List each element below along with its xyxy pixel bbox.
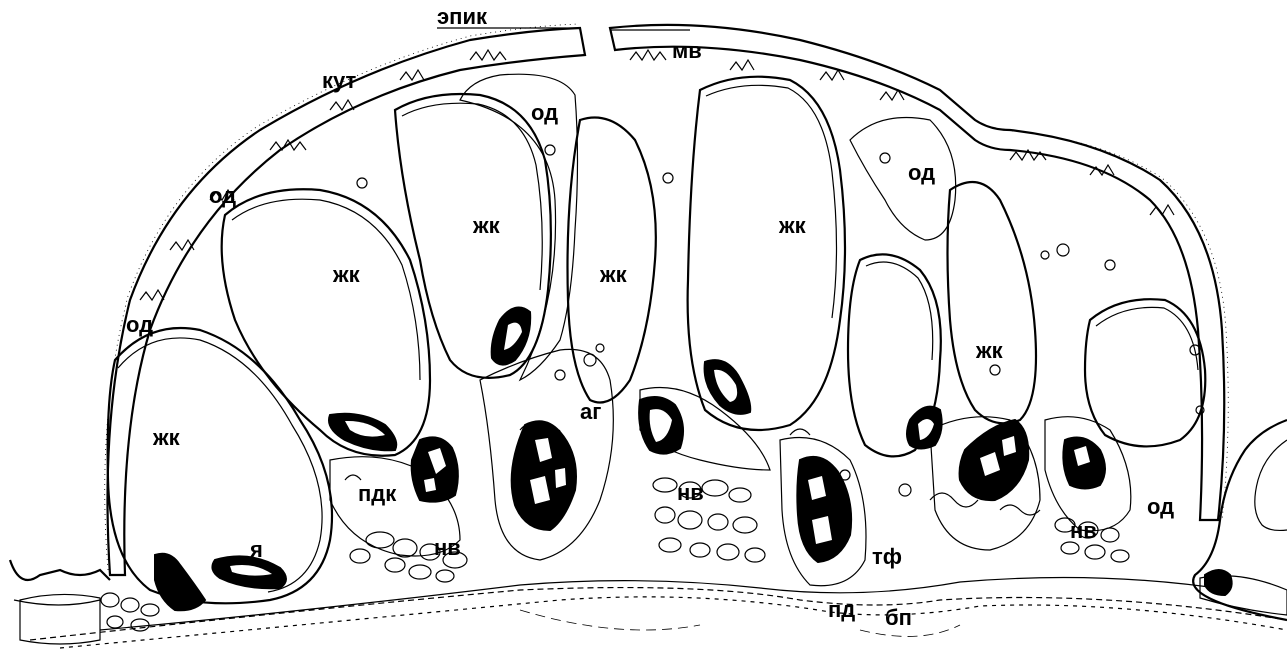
light-cell-2 <box>222 189 430 455</box>
light-cell-4 <box>568 118 656 403</box>
label-nv-3: нв <box>1070 518 1097 543</box>
label-zhk-2: жк <box>778 213 807 238</box>
label-epik: эпик <box>437 4 488 29</box>
nucleus-1 <box>155 554 205 611</box>
label-ya-1: я <box>516 481 530 506</box>
nucleus-6 <box>512 421 576 530</box>
label-zhk-5: жк <box>975 338 1004 363</box>
labels: эпик кут мв од од од од од жк жк жк жк ж… <box>126 4 1174 630</box>
label-od-5: од <box>1147 494 1174 519</box>
label-kut: кут <box>322 68 357 93</box>
label-od-1: од <box>531 100 558 125</box>
nucleus-13 <box>1205 570 1232 595</box>
label-zhk-4: жк <box>332 262 361 287</box>
label-od-4: од <box>126 312 153 337</box>
label-zhk-3: жк <box>599 262 628 287</box>
left-flat-epithelium <box>10 560 110 644</box>
nerve-bundle-center <box>653 478 765 562</box>
label-pdk: пдк <box>358 481 397 506</box>
label-od-3: од <box>908 160 935 185</box>
label-nv-2: нв <box>434 535 461 560</box>
label-ya-2: я <box>249 537 263 562</box>
nucleus-9 <box>797 457 851 562</box>
basal-layer <box>30 578 1287 649</box>
label-bp: бп <box>885 605 912 630</box>
label-nv-1: нв <box>677 480 704 505</box>
label-mv: мв <box>672 38 702 63</box>
nuclei <box>155 308 1232 611</box>
label-od-2: од <box>209 183 236 208</box>
label-tf: тф <box>872 544 902 569</box>
label-zhk-1: жк <box>472 213 501 238</box>
label-ag: аг <box>580 399 601 424</box>
label-zhk-6: жк <box>152 425 181 450</box>
light-cell-7 <box>948 182 1037 423</box>
label-pd: пд <box>828 597 855 622</box>
